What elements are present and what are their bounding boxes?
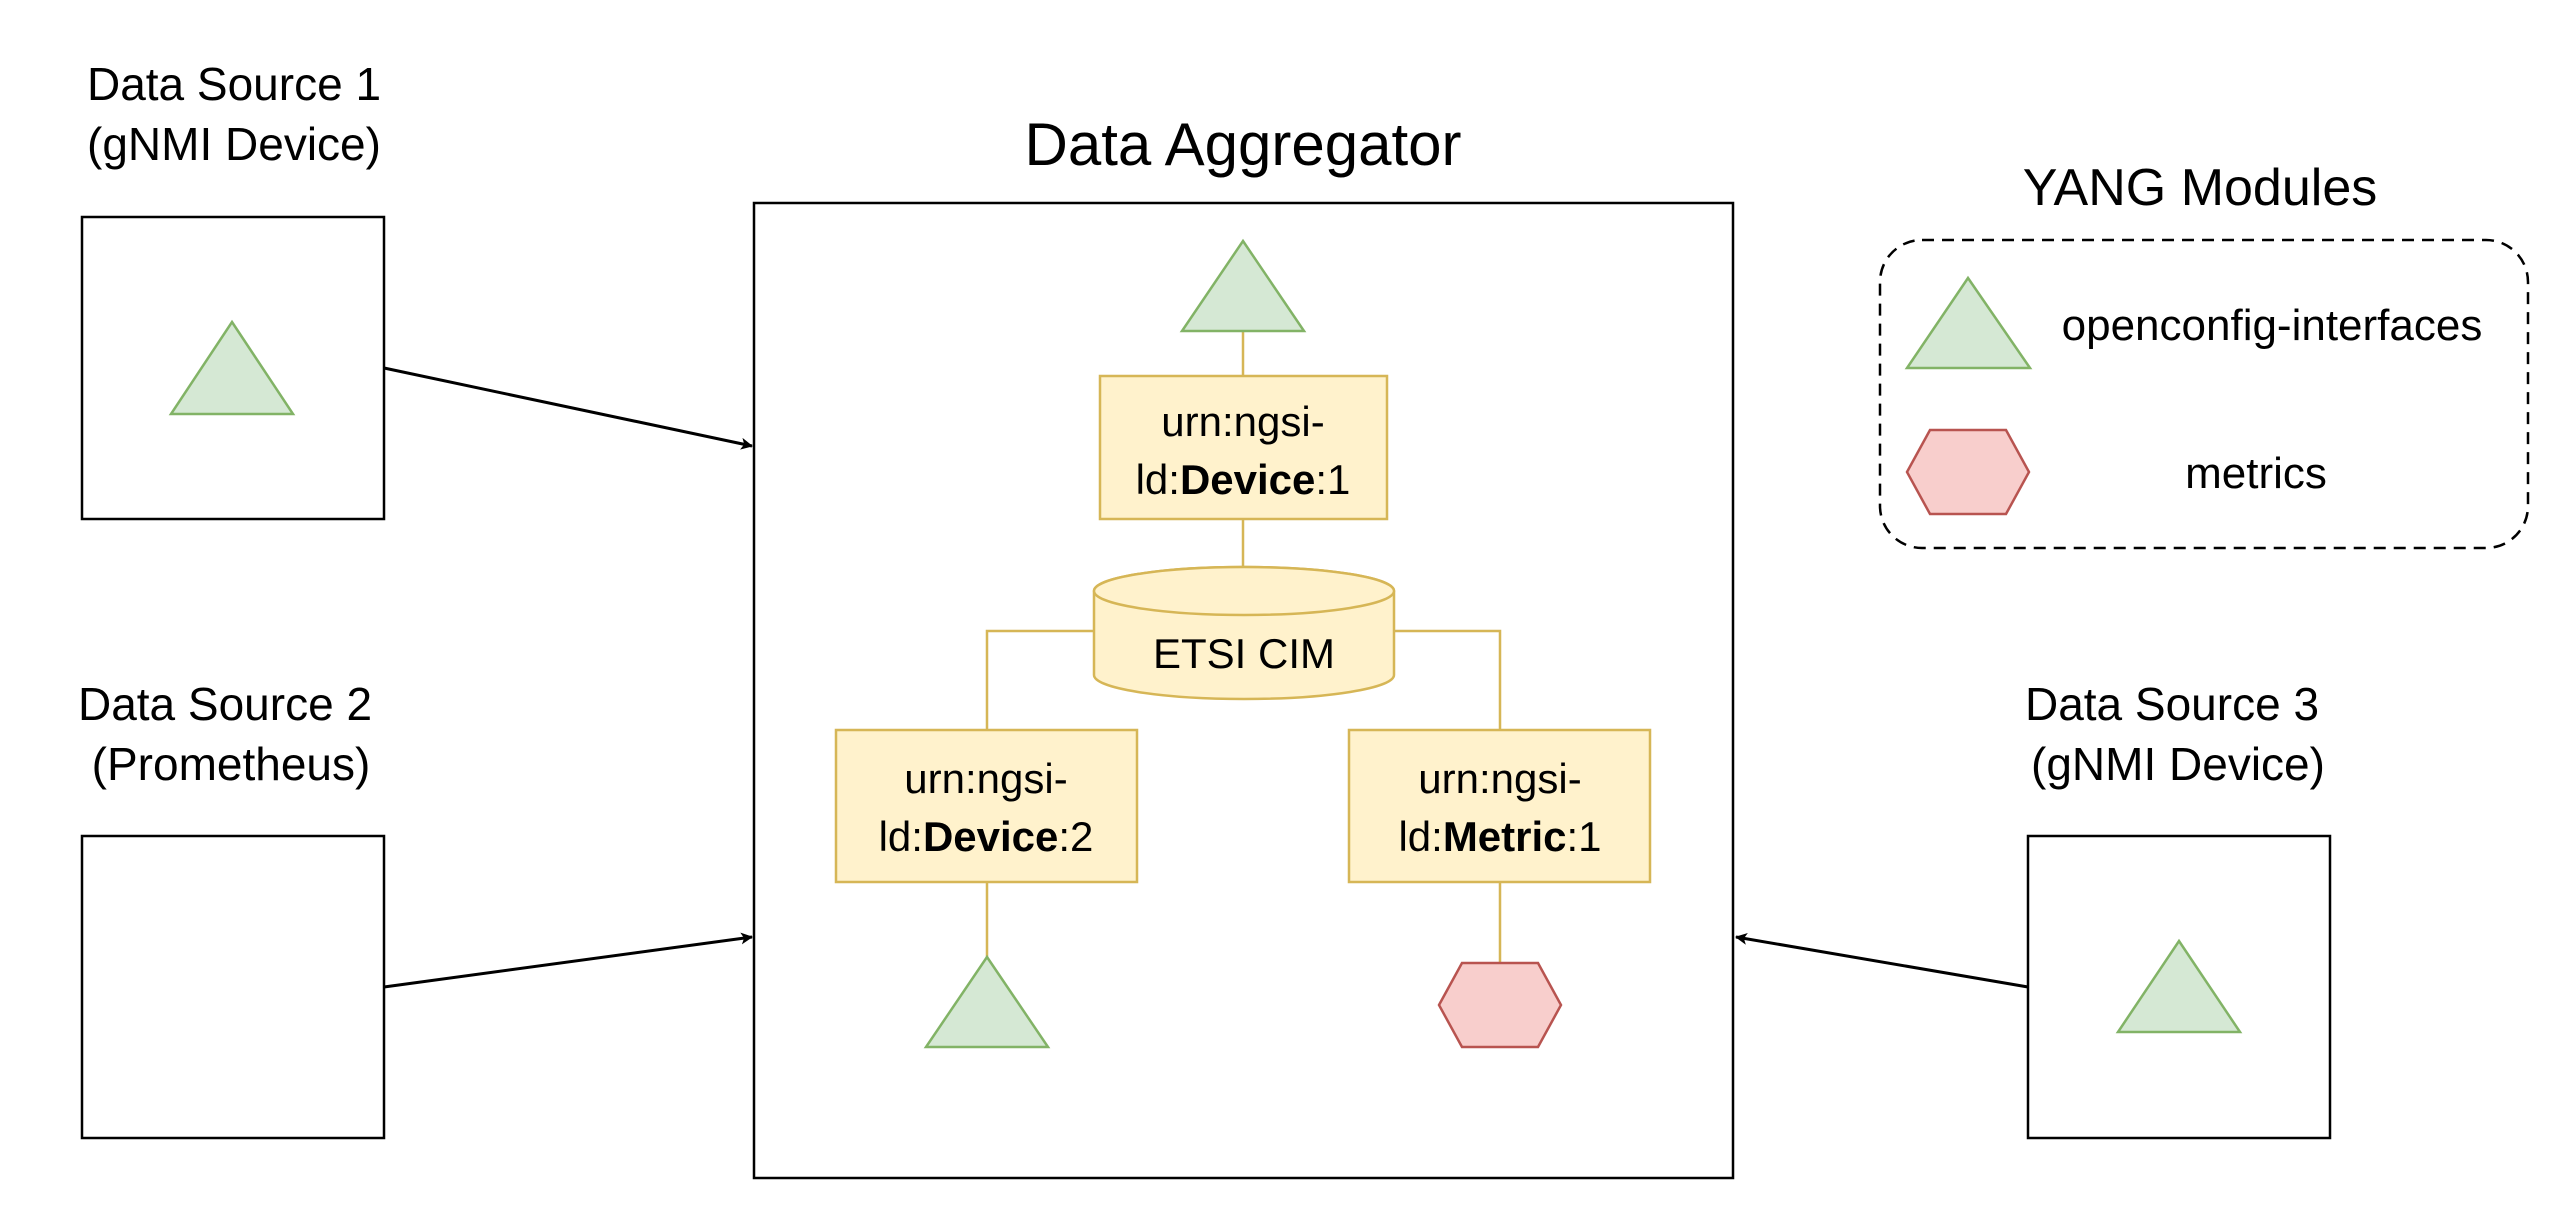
data-source-2-subtitle: (Prometheus) xyxy=(92,738,371,790)
entity-device-2: urn:ngsi- ld:Device:2 xyxy=(834,728,1139,884)
data-source-3-interface-triangle-icon xyxy=(2115,938,2243,1034)
arrow-source-3-to-aggregator xyxy=(1735,932,2029,989)
entity-device-2-line2: ld:Device:2 xyxy=(879,813,1094,860)
legend-yang-modules: YANG Modules openconfig-interfaces metri… xyxy=(1878,159,2530,550)
entity-device-2-box xyxy=(834,728,1139,884)
data-source-1-subtitle: (gNMI Device) xyxy=(87,118,381,170)
legend-title: YANG Modules xyxy=(2023,159,2378,217)
database-label: ETSI CIM xyxy=(1153,630,1335,677)
entity-device-2-suffix: :2 xyxy=(1058,813,1093,860)
data-source-2-title: Data Source 2 xyxy=(78,678,372,730)
entity-metric-1-box xyxy=(1347,728,1652,884)
data-source-1: Data Source 1 (gNMI Device) xyxy=(80,58,386,521)
database-top xyxy=(1092,565,1396,617)
entity-metric-1-line1: urn:ngsi- xyxy=(1418,755,1581,802)
data-source-3-subtitle: (gNMI Device) xyxy=(2031,738,2325,790)
entity-metric-1: urn:ngsi- ld:Metric:1 xyxy=(1347,728,1652,884)
arrow-source-1-to-aggregator xyxy=(383,366,753,450)
entity-device-1: urn:ngsi- ld:Device:1 xyxy=(1098,374,1389,521)
legend-box xyxy=(1878,238,2530,550)
data-source-3-title: Data Source 3 xyxy=(2025,678,2319,730)
connector-database-to-metric1 xyxy=(1394,629,1502,730)
entity-device-1-prefix: ld: xyxy=(1136,456,1180,503)
data-aggregator-title: Data Aggregator xyxy=(1025,111,1462,178)
data-source-2: Data Source 2 (Prometheus) xyxy=(78,678,386,1140)
arrow-source-2-to-aggregator xyxy=(383,932,753,989)
metric1-metrics-hexagon-icon xyxy=(1437,961,1563,1049)
connector-database-to-device2 xyxy=(985,629,1094,730)
hexagon-icon xyxy=(1905,428,2031,516)
entity-metric-1-line2: ld:Metric:1 xyxy=(1398,813,1601,860)
entity-device-1-box xyxy=(1098,374,1389,521)
entity-device-1-type: Device xyxy=(1180,456,1315,503)
triangle-icon xyxy=(1904,275,2033,370)
entity-device-2-type: Device xyxy=(923,813,1058,860)
data-aggregator: Data Aggregator urn:ngsi- ld:Device:1 ET… xyxy=(752,111,1735,1180)
entity-metric-1-suffix: :1 xyxy=(1567,813,1602,860)
data-source-1-interface-triangle-icon xyxy=(168,319,296,416)
entity-device-1-line2: ld:Device:1 xyxy=(1136,456,1351,503)
data-source-3: Data Source 3 (gNMI Device) xyxy=(2025,678,2332,1140)
legend-item-metrics: metrics xyxy=(2185,449,2327,498)
database-cylinder-icon: ETSI CIM xyxy=(1092,565,1396,701)
data-source-1-title: Data Source 1 xyxy=(87,58,381,110)
entity-device-2-line1: urn:ngsi- xyxy=(904,755,1067,802)
entity-device-1-line1: urn:ngsi- xyxy=(1161,398,1324,445)
entity-device-2-prefix: ld: xyxy=(879,813,923,860)
entity-device-1-suffix: :1 xyxy=(1315,456,1350,503)
data-source-2-box xyxy=(80,834,386,1140)
entity-metric-1-prefix: ld: xyxy=(1398,813,1442,860)
device2-interface-triangle-icon xyxy=(923,954,1051,1049)
entity-metric-1-type: Metric xyxy=(1443,813,1567,860)
device1-interface-triangle-icon xyxy=(1179,238,1307,333)
legend-item-openconfig-interfaces: openconfig-interfaces xyxy=(2062,301,2483,350)
